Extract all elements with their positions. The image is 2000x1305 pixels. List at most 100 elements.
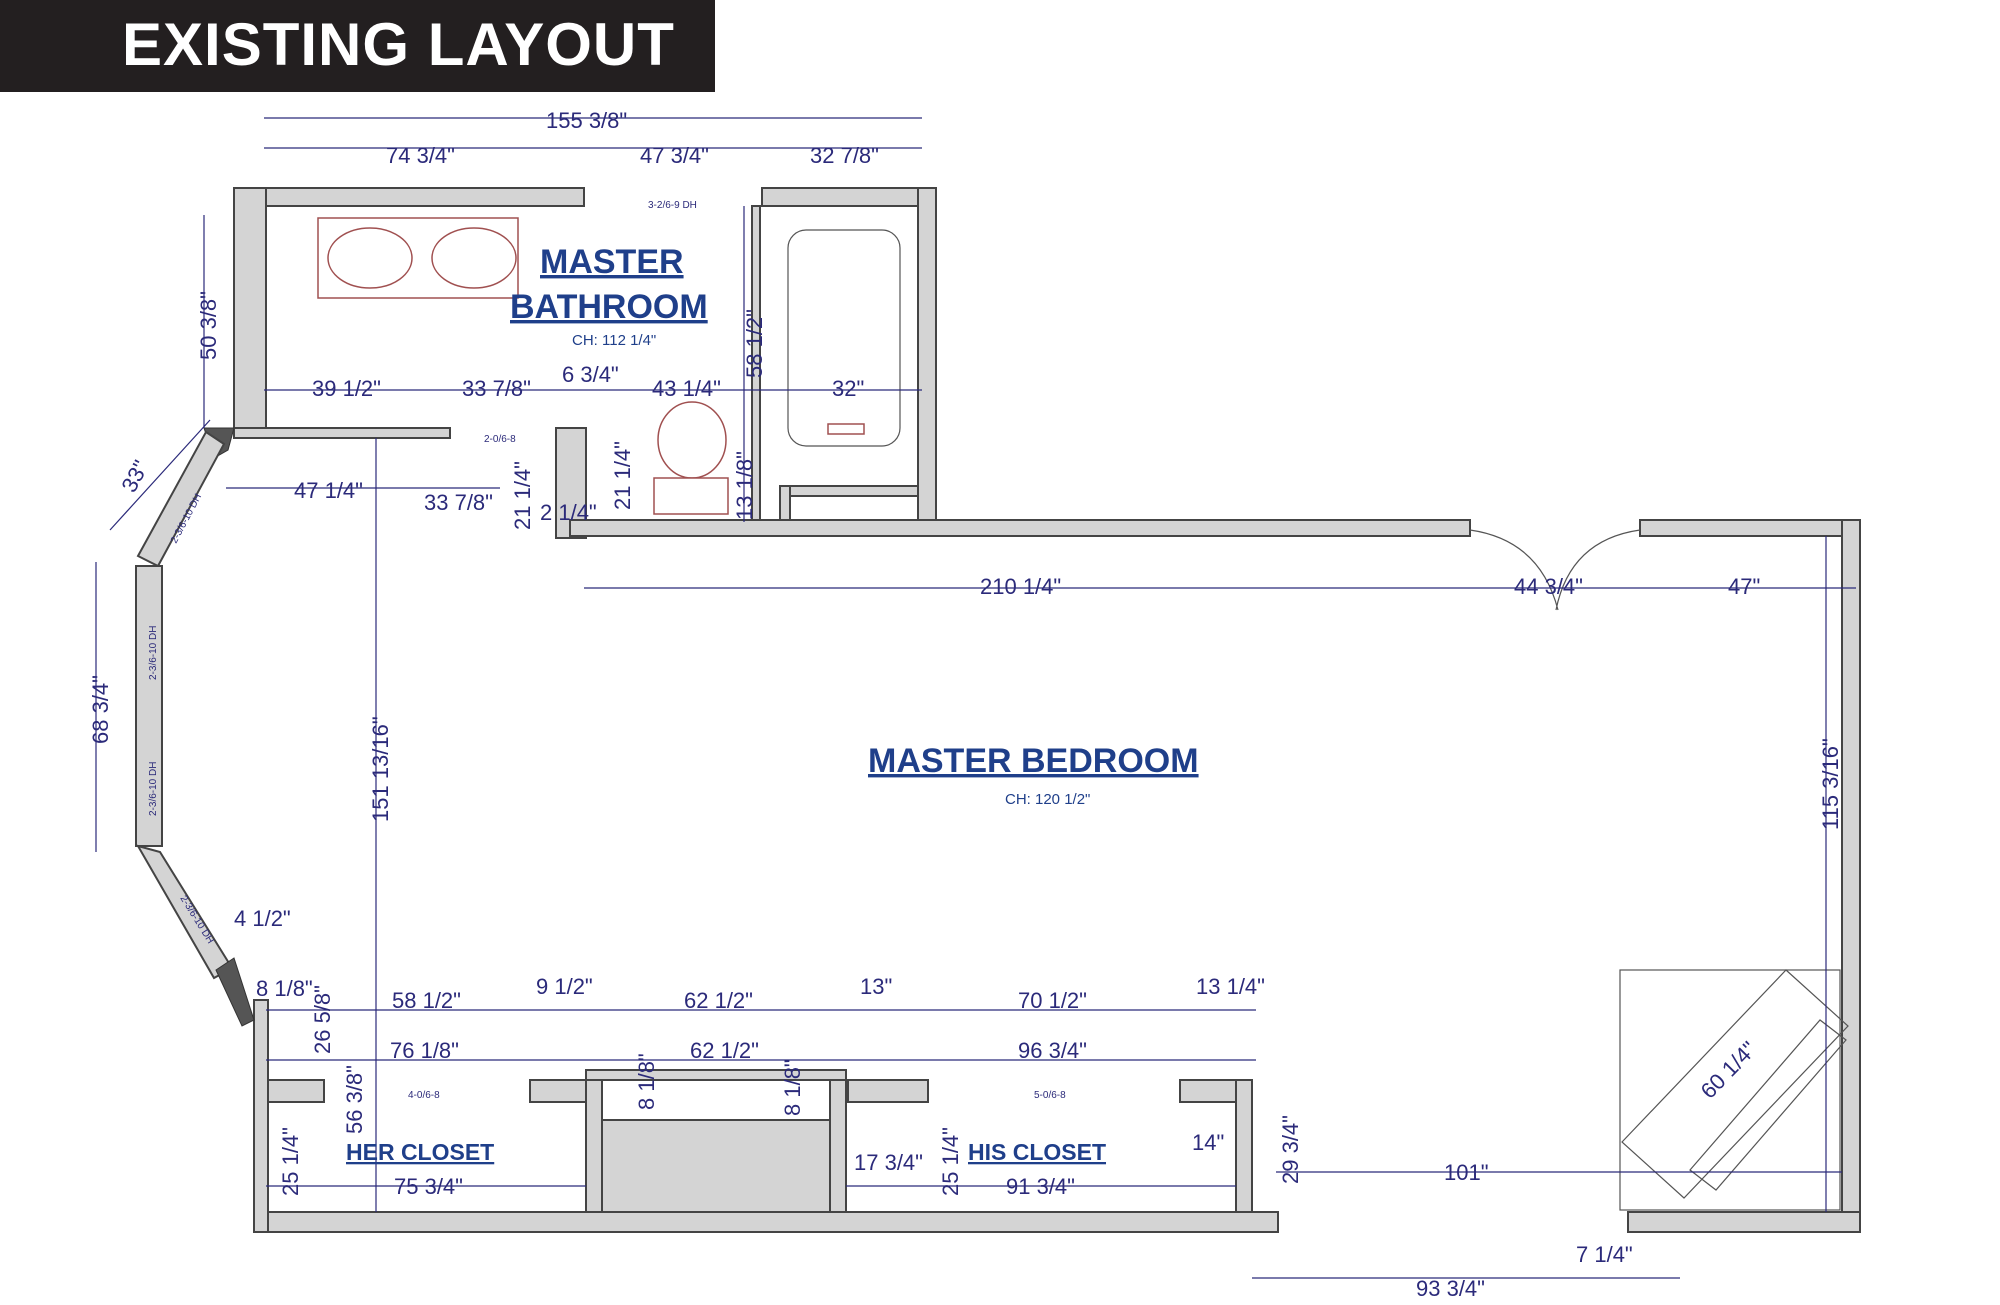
dim-his-closet-bottom: 91 3/4"	[1006, 1174, 1075, 1199]
room-labels: MASTER BATHROOM CH: 112 1/4" MASTER BEDR…	[346, 243, 1199, 1165]
fireplace-zone	[1619, 969, 1841, 1211]
win-bath: 3-2/6-9 DH	[648, 200, 697, 211]
dim-top-right: 32 7/8"	[810, 143, 879, 168]
bedroom-bottom-wall-1	[253, 1211, 1279, 1233]
dim-her-closet-width: 76 1/8"	[390, 1038, 459, 1063]
bay-bottom-segment	[135, 844, 234, 980]
bath-top-wall-right	[761, 187, 937, 207]
dim-bay-top: 33"	[116, 456, 153, 496]
dim-center-left: 8 1/8"	[634, 1053, 659, 1110]
dim-fireplace: 60 1/4"	[1696, 1036, 1762, 1103]
dim-his-right: 14"	[1192, 1130, 1224, 1155]
dim-bath-run-2: 33 7/8"	[462, 376, 531, 401]
her-his-divider-right	[829, 1079, 847, 1213]
dim-center-right: 8 1/8"	[780, 1059, 805, 1116]
toilet-icon	[657, 401, 727, 479]
bedroom-top-wall-1	[569, 519, 1471, 537]
bedroom-label: MASTER BEDROOM	[868, 742, 1199, 780]
dim-wall-v2: 21 1/4"	[610, 441, 635, 510]
bedroom-door-swing	[1469, 529, 1641, 611]
center-box	[585, 1119, 847, 1213]
bedroom-right-wall	[1841, 519, 1861, 1233]
dimension-lines	[95, 117, 1856, 1279]
dim-bath-left-height: 50 3/8"	[196, 291, 221, 360]
dim-top-left: 74 3/4"	[386, 143, 455, 168]
win-bay-2: 2-3/6-10 DH	[148, 626, 159, 680]
dim-bedroom-top-run: 210 1/4"	[980, 574, 1061, 599]
dim-bottom-run: 101"	[1444, 1160, 1489, 1185]
bath-tub-wall	[779, 485, 919, 497]
dim-hall-run-2: 33 7/8"	[424, 490, 493, 515]
dim-closet-a: 8 1/8"	[256, 976, 313, 1001]
her-closet-top-right	[529, 1079, 587, 1103]
dim-center-run: 62 1/2"	[690, 1038, 759, 1063]
dimension-labels: 155 3/8" 74 3/4" 47 3/4" 32 7/8" 50 3/8"…	[88, 108, 1843, 1301]
his-closet-right-wall	[1235, 1079, 1253, 1213]
dim-bedroom-right-height: 115 3/16"	[1818, 738, 1843, 830]
door-bath: 2-0/6-8	[484, 434, 516, 445]
bath-closet-box	[779, 485, 791, 523]
closet-left-wall	[253, 999, 269, 1233]
dim-her-closet-depth: 25 1/4"	[278, 1127, 303, 1196]
fixtures	[317, 217, 1849, 1211]
bath-left-wall	[233, 187, 267, 429]
dim-bedroom-height: 151 13/16"	[368, 716, 393, 822]
bath-right-wall	[917, 187, 937, 529]
bathroom-label-line1: MASTER	[540, 243, 684, 281]
dim-closet-run-5: 70 1/2"	[1018, 988, 1087, 1013]
bathroom-label-line2: BATHROOM	[510, 288, 708, 326]
dim-her-closet-height: 56 3/8"	[342, 1065, 367, 1134]
dim-bath-tub-height: 58 1/2"	[742, 309, 767, 378]
dim-his-small: 17 3/4"	[854, 1150, 923, 1175]
title-banner: EXISTING LAYOUT	[0, 0, 715, 92]
title-text: EXISTING LAYOUT	[122, 11, 675, 78]
bay-bottom-corner	[215, 957, 255, 1027]
dim-closet-b: 26 5/8"	[310, 985, 335, 1054]
dim-wall-v1: 21 1/4"	[510, 461, 535, 530]
his-closet-top-left	[847, 1079, 929, 1103]
bay-mid-segment	[135, 565, 163, 847]
her-his-divider-left	[585, 1079, 603, 1213]
dim-bottom-small-v: 29 3/4"	[1278, 1115, 1303, 1184]
bedroom-ceiling: CH: 120 1/2"	[1005, 791, 1090, 808]
dim-bedroom-door: 44 3/4"	[1514, 574, 1583, 599]
her-closet-label: HER CLOSET	[346, 1139, 494, 1165]
tub	[787, 229, 901, 447]
dim-closet-run-1: 58 1/2"	[392, 988, 461, 1013]
dim-wall-small: 2 1/4"	[540, 500, 597, 525]
dim-her-closet-bottom: 75 3/4"	[394, 1174, 463, 1199]
toilet-tank	[653, 477, 729, 515]
dim-hall-run: 47 1/4"	[294, 478, 363, 503]
bedroom-top-wall-2	[1639, 519, 1861, 537]
door-her: 4-0/6-8	[408, 1090, 440, 1101]
dim-bath-vanity-run: 39 1/2"	[312, 376, 381, 401]
tub-drain	[827, 423, 865, 435]
dim-closet-run-4: 13"	[860, 974, 892, 999]
fireplace-inner	[1689, 1019, 1847, 1191]
his-closet-label: HIS CLOSET	[968, 1139, 1106, 1165]
dim-bath-small: 6 3/4"	[562, 362, 619, 387]
win-bay-3: 2-3/6-10 DH	[148, 762, 159, 816]
bathroom-ceiling: CH: 112 1/4"	[572, 332, 656, 349]
bedroom-bottom-wall-2	[1627, 1211, 1861, 1233]
dim-bedroom-top-right: 47"	[1728, 574, 1760, 599]
dim-bath-toilet-run: 43 1/4"	[652, 376, 721, 401]
dim-top-total: 155 3/8"	[546, 108, 627, 133]
sink-left-icon	[327, 227, 413, 289]
her-closet-top-left	[267, 1079, 325, 1103]
fireplace	[1621, 969, 1849, 1199]
bath-top-wall-left	[233, 187, 585, 207]
bath-bottom-wall-left	[233, 427, 451, 439]
walls	[135, 187, 1861, 1233]
dim-bay-small: 4 1/2"	[234, 906, 291, 931]
center-top	[585, 1069, 847, 1081]
dim-bottom-window: 93 3/4"	[1416, 1276, 1485, 1301]
sink-right-icon	[431, 227, 517, 289]
dim-bay-mid: 68 3/4"	[88, 675, 113, 744]
dim-closet-run-3: 62 1/2"	[684, 988, 753, 1013]
dim-top-mid: 47 3/4"	[640, 143, 709, 168]
dim-bath-tub-width: 32"	[832, 376, 864, 401]
dim-closet-run-6: 13 1/4"	[1196, 974, 1265, 999]
dim-his-depth: 25 1/4"	[938, 1127, 963, 1196]
